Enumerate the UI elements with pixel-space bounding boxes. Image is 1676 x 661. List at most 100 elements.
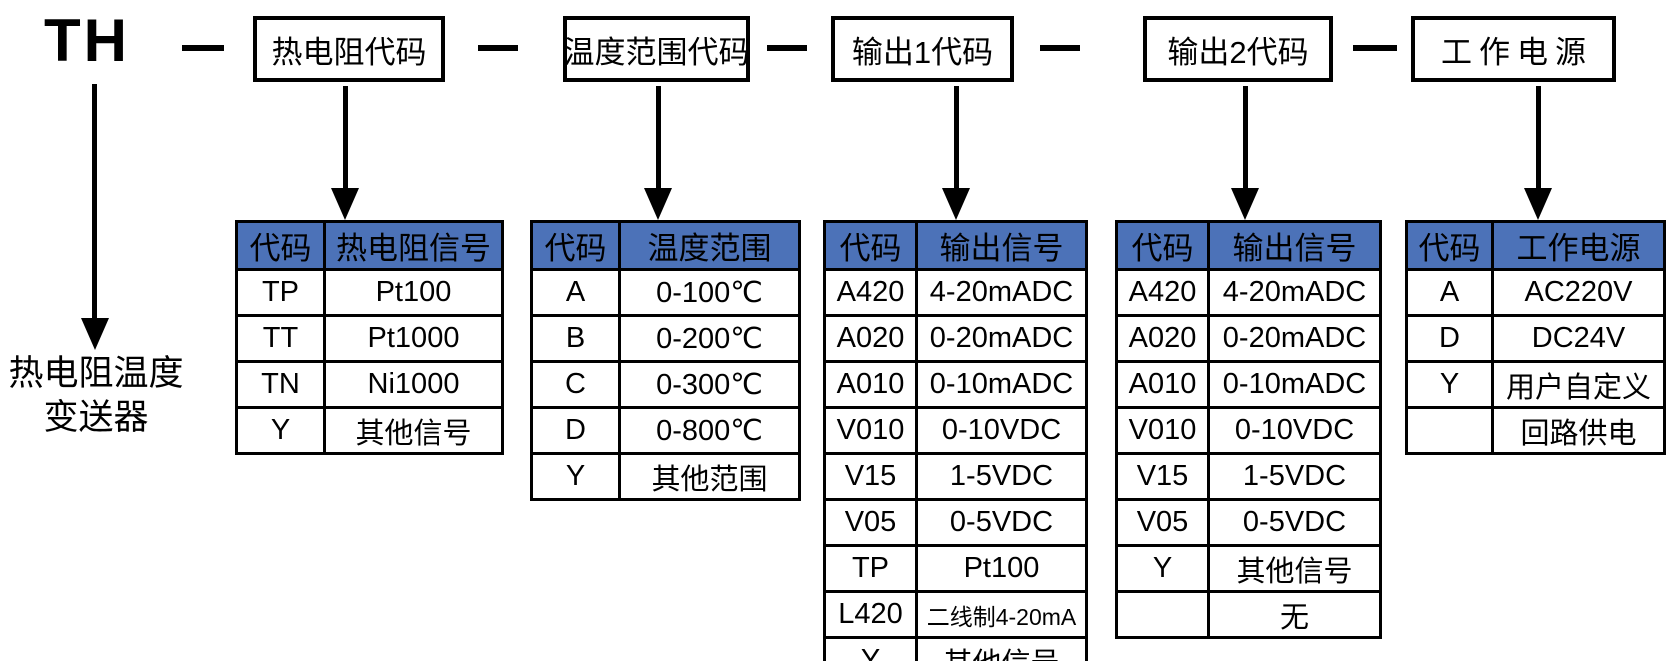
column-header: 热电阻信号 xyxy=(323,220,504,271)
model-prefix-note: 热电阻温度 变送器 xyxy=(0,352,192,440)
value-cell: 其他信号 xyxy=(323,406,504,455)
dash-connector xyxy=(1353,45,1397,51)
arrow-head-icon xyxy=(1524,188,1552,220)
box-thermal-resistance-code: 热电阻代码 xyxy=(253,16,445,82)
code-cell: A420 xyxy=(1115,268,1210,317)
table-header-row: 代码温度范围 xyxy=(530,220,801,271)
arrow-head-icon xyxy=(81,318,109,350)
value-cell: Pt100 xyxy=(323,268,504,317)
code-cell: V05 xyxy=(1115,498,1210,547)
value-cell: 4-20mADC xyxy=(915,268,1088,317)
code-cell: A010 xyxy=(1115,360,1210,409)
box-output2-code: 输出2代码 xyxy=(1143,16,1333,82)
column-header: 输出信号 xyxy=(1207,220,1382,271)
value-cell: 二线制4-20mA xyxy=(915,590,1088,639)
note-line: 变送器 xyxy=(43,398,149,437)
column-header: 代码 xyxy=(235,220,326,271)
value-cell: Pt100 xyxy=(915,544,1088,593)
arrow-line xyxy=(92,84,97,320)
arrow-line xyxy=(1243,86,1248,190)
value-cell: 其他信号 xyxy=(915,636,1088,661)
arrow-line xyxy=(954,86,959,190)
value-cell: 无 xyxy=(1207,590,1382,639)
value-cell: 1-5VDC xyxy=(1207,452,1382,501)
code-cell: A010 xyxy=(823,360,918,409)
column-header: 温度范围 xyxy=(618,220,801,271)
model-prefix: TH xyxy=(44,7,130,74)
value-cell: AC220V xyxy=(1491,268,1666,317)
box-label: 工作电源 xyxy=(1441,34,1593,70)
column-header: 代码 xyxy=(1405,220,1494,271)
code-cell: A xyxy=(1405,268,1494,317)
column-header: 工作电源 xyxy=(1491,220,1666,271)
table-header-row: 代码热电阻信号 xyxy=(235,220,504,271)
code-cell: TN xyxy=(235,360,326,409)
arrow-line xyxy=(656,86,661,190)
arrow-head-icon xyxy=(644,188,672,220)
code-cell: V15 xyxy=(1115,452,1210,501)
code-cell: Y xyxy=(1405,360,1494,409)
box-label: 输出1代码 xyxy=(851,34,994,70)
arrow-line xyxy=(1536,86,1541,190)
column-header: 代码 xyxy=(823,220,918,271)
table-header-row: 代码输出信号 xyxy=(823,220,1088,271)
code-cell xyxy=(1405,406,1494,455)
dash-connector xyxy=(478,45,518,51)
value-cell: Ni1000 xyxy=(323,360,504,409)
arrow-head-icon xyxy=(942,188,970,220)
value-cell: 用户自定义 xyxy=(1491,360,1666,409)
value-cell: 其他范围 xyxy=(618,452,801,501)
value-cell: 0-5VDC xyxy=(1207,498,1382,547)
code-cell: TP xyxy=(235,268,326,317)
code-cell: Y xyxy=(1115,544,1210,593)
value-cell: 0-20mADC xyxy=(1207,314,1382,363)
dash-connector xyxy=(1040,45,1080,51)
table-header-row: 代码工作电源 xyxy=(1405,220,1666,271)
value-cell: 0-5VDC xyxy=(915,498,1088,547)
value-cell: 0-10VDC xyxy=(915,406,1088,455)
column-header: 输出信号 xyxy=(915,220,1088,271)
column-header: 代码 xyxy=(1115,220,1210,271)
box-label: 温度范围代码 xyxy=(563,34,750,70)
code-cell: B xyxy=(530,314,621,363)
code-cell: A xyxy=(530,268,621,317)
note-line: 热电阻温度 xyxy=(8,354,184,393)
value-cell: 0-10VDC xyxy=(1207,406,1382,455)
code-cell: L420 xyxy=(823,590,918,639)
value-cell: 0-100℃ xyxy=(618,268,801,317)
code-cell: TT xyxy=(235,314,326,363)
value-cell: 回路供电 xyxy=(1491,406,1666,455)
code-cell: TP xyxy=(823,544,918,593)
table-row: 无 xyxy=(1115,590,1382,639)
code-cell: V05 xyxy=(823,498,918,547)
column-header: 代码 xyxy=(530,220,621,271)
code-cell: V010 xyxy=(1115,406,1210,455)
value-cell: 0-10mADC xyxy=(915,360,1088,409)
value-cell: 0-20mADC xyxy=(915,314,1088,363)
code-cell: Y xyxy=(530,452,621,501)
